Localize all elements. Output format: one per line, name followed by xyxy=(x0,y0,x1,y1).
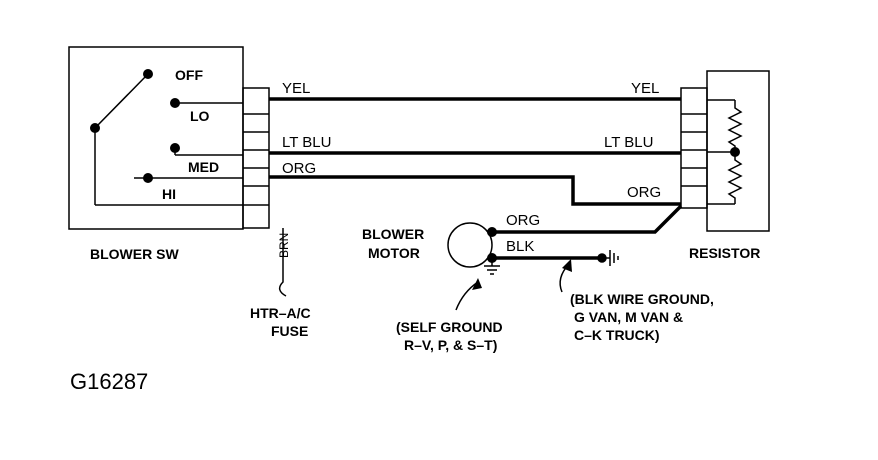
yel-left-label: YEL xyxy=(282,80,310,97)
switch-connector xyxy=(242,87,270,229)
yel-right-label: YEL xyxy=(631,80,659,97)
resistor-coil-upper xyxy=(727,100,743,152)
blower-motor xyxy=(447,222,493,268)
blower-switch-label: BLOWER SW xyxy=(90,246,179,262)
self-ground-note-2: R–V, P, & S–T) xyxy=(404,337,497,353)
resistor-label: RESISTOR xyxy=(689,245,760,261)
fuse-label-2: FUSE xyxy=(271,323,308,339)
brn-label: BRN xyxy=(277,233,291,258)
figure-id: G16287 xyxy=(70,369,148,394)
resistor-connector xyxy=(680,87,708,209)
blk-ground-note-2: G VAN, M VAN & xyxy=(574,309,683,325)
blower-motor-label-2: MOTOR xyxy=(368,245,420,261)
switch-lo-label: LO xyxy=(190,108,210,124)
org-right-label: ORG xyxy=(627,184,661,201)
lt-blu-left-label: LT BLU xyxy=(282,134,331,151)
switch-med-label: MED xyxy=(188,159,219,175)
wire-org-motor xyxy=(492,204,683,234)
switch-off-label: OFF xyxy=(175,67,203,83)
wire-brn xyxy=(278,228,287,297)
self-ground-note-1: (SELF GROUND xyxy=(396,319,503,335)
blower-motor-label-1: BLOWER xyxy=(362,226,424,242)
org-motor-label: ORG xyxy=(506,212,540,229)
blk-ground-note-1: (BLK WIRE GROUND, xyxy=(570,291,714,307)
self-ground-symbol xyxy=(484,258,500,275)
resistor-coil-lower xyxy=(727,152,743,204)
chassis-ground-symbol xyxy=(597,250,619,266)
switch-lever xyxy=(94,73,149,129)
lt-blu-right-label: LT BLU xyxy=(604,134,653,151)
blk-motor-label: BLK xyxy=(506,238,534,255)
switch-hi-label: HI xyxy=(162,186,176,202)
fuse-label-1: HTR–A/C xyxy=(250,305,311,321)
wire-org xyxy=(269,175,681,206)
blk-ground-note-3: C–K TRUCK) xyxy=(574,327,660,343)
org-left-label: ORG xyxy=(282,160,316,177)
